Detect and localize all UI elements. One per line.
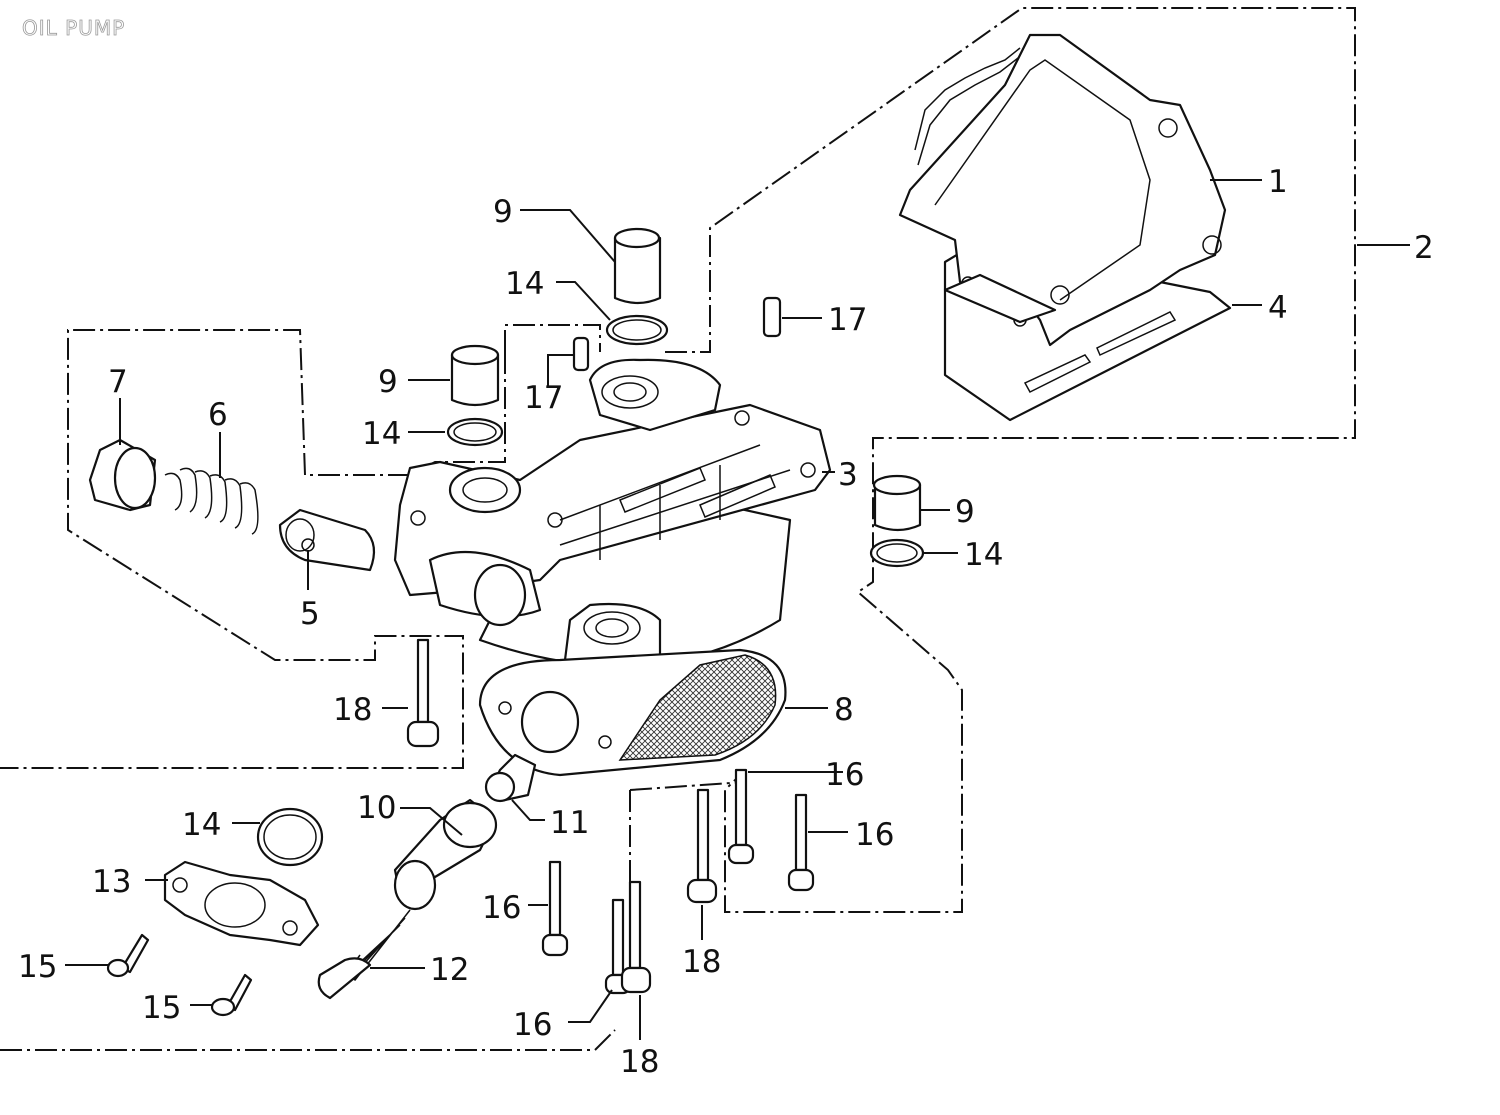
relief-valve-parts	[88, 438, 376, 572]
callout-14-bottom: 14	[182, 807, 221, 843]
callout-10: 10	[357, 790, 396, 826]
valve-and-spring	[317, 753, 537, 1000]
callout-16-a: 16	[825, 757, 864, 793]
callout-4: 4	[1268, 290, 1288, 326]
callout-2: 2	[1414, 230, 1434, 266]
callout-14-left: 14	[362, 416, 401, 452]
callout-14-right: 14	[964, 537, 1003, 573]
pump-cover-assembly	[898, 33, 1232, 422]
callout-14-top: 14	[505, 266, 544, 302]
callout-8: 8	[834, 692, 854, 728]
collar-and-oring-top	[605, 227, 669, 346]
callout-6: 6	[208, 397, 228, 433]
callout-16-c: 16	[482, 890, 521, 926]
callout-labels: 1 2 3 4 5 6 7 8 9 9 9 10 11 12 13 14 14 …	[18, 164, 1434, 1080]
callout-9-right: 9	[955, 494, 975, 530]
callout-15-b: 15	[142, 990, 181, 1026]
callout-5: 5	[300, 596, 320, 632]
diagram-title: OIL PUMP	[22, 16, 126, 41]
callout-12: 12	[430, 952, 469, 988]
leader-lines	[65, 179, 1410, 1040]
collar-and-oring-right	[869, 474, 925, 568]
callout-16-b: 16	[855, 817, 894, 853]
callout-1: 1	[1268, 164, 1288, 200]
screw-set-15	[106, 933, 253, 1017]
callout-16-d: 16	[513, 1007, 552, 1043]
dowel-pin	[762, 296, 782, 338]
callout-18-left: 18	[333, 692, 372, 728]
callout-18-mid: 18	[682, 944, 721, 980]
callout-15-a: 15	[18, 949, 57, 985]
callout-9-left: 9	[378, 364, 398, 400]
strainer-screen	[478, 648, 787, 777]
dowel-pin	[572, 336, 590, 372]
callout-18-bottom: 18	[620, 1044, 659, 1080]
callout-13: 13	[92, 864, 131, 900]
callout-17-left: 17	[524, 380, 563, 416]
callout-3: 3	[838, 457, 858, 493]
collar-and-oring-left	[446, 344, 504, 447]
callout-7: 7	[108, 364, 128, 400]
bolt-set	[406, 638, 815, 995]
callout-17-right: 17	[828, 302, 867, 338]
cover-plate-and-oring	[163, 807, 324, 947]
callout-9-top: 9	[493, 194, 513, 230]
callout-11: 11	[550, 805, 589, 841]
